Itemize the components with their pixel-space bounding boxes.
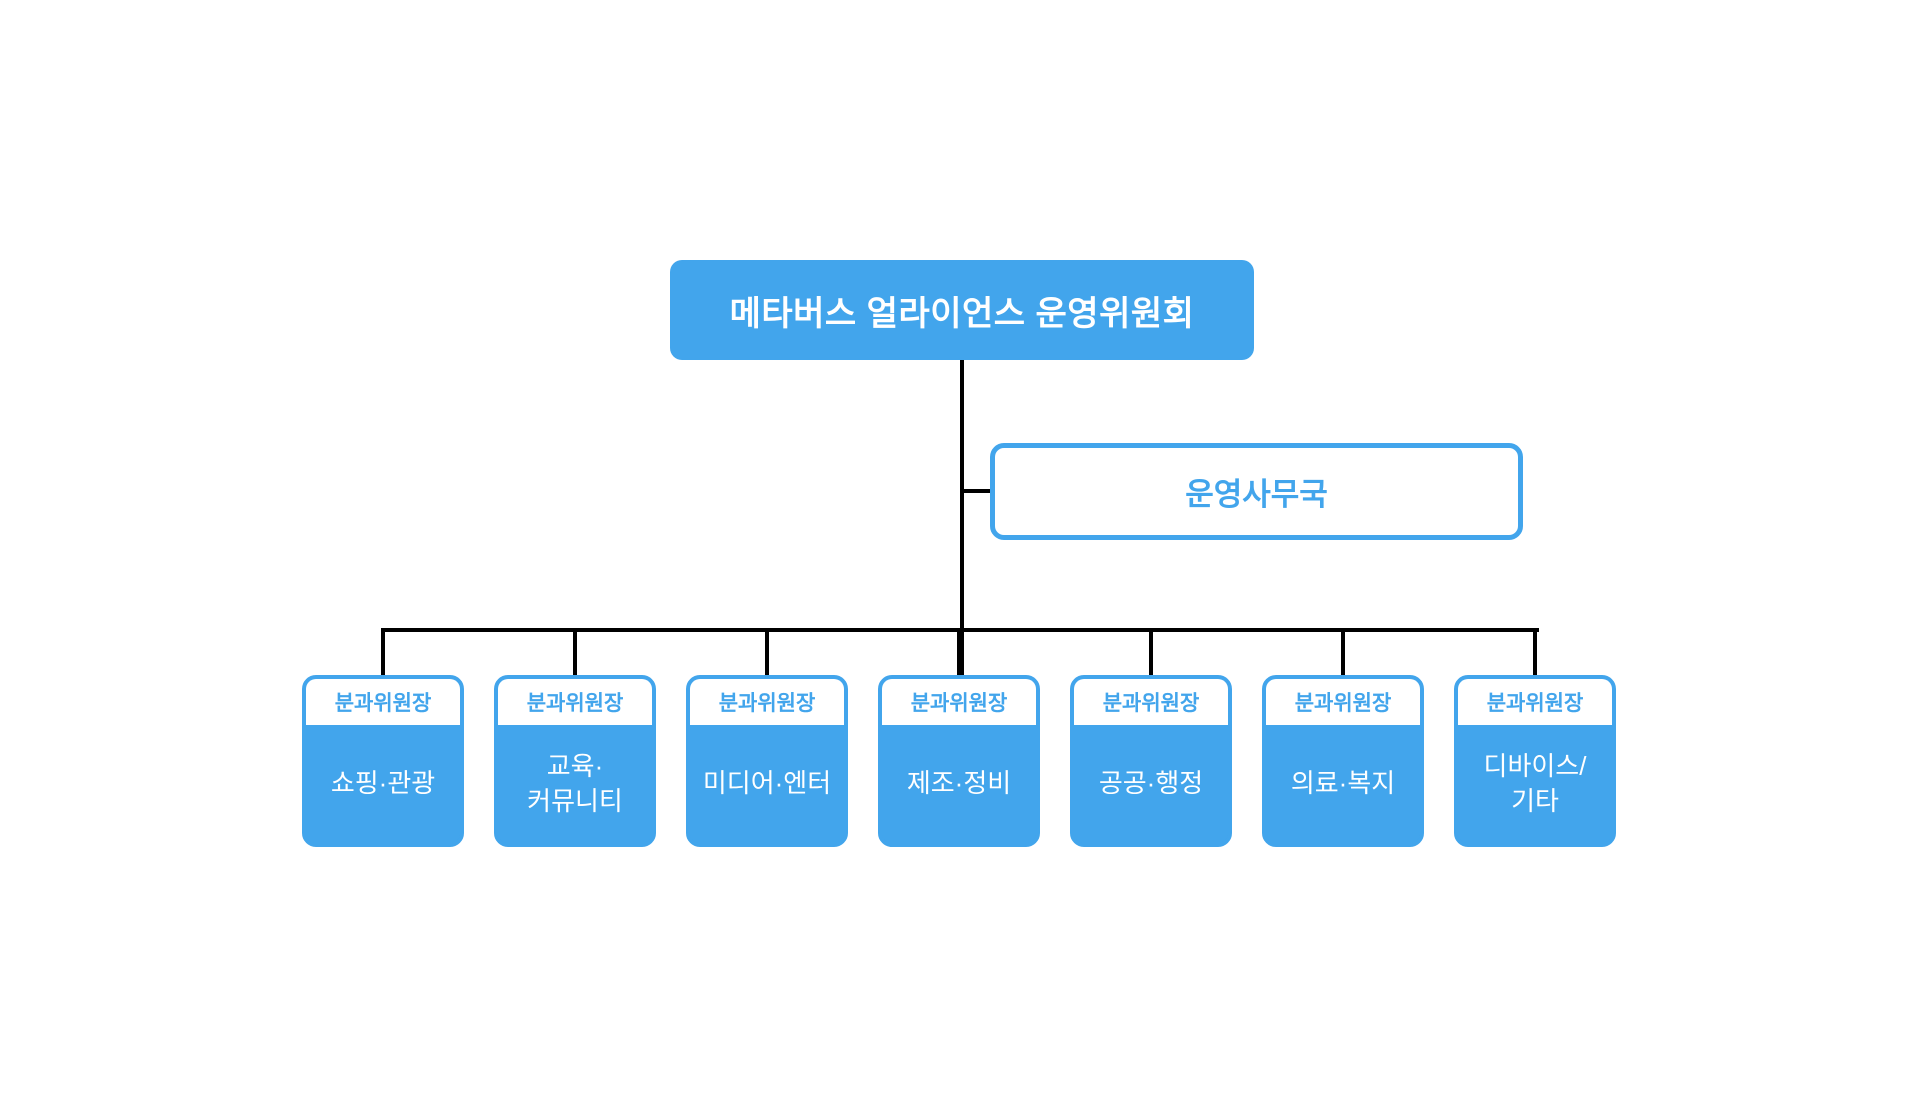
- office-node-operations-office: 운영사무국: [990, 443, 1523, 540]
- connector-office-branch: [964, 489, 992, 493]
- committee-name-label: 제조·정비: [906, 768, 1012, 799]
- committee-name-label: 디바이스/ 기타: [1483, 750, 1587, 816]
- committee-header: 분과위원장: [882, 679, 1036, 725]
- committee-body: 교육· 커뮤니티: [498, 725, 652, 843]
- committee-header-label: 분과위원장: [718, 692, 816, 715]
- connector-drop-7: [1533, 628, 1537, 675]
- committee-node-manufacturing-maintenance: 분과위원장 제조·정비: [878, 675, 1040, 847]
- committee-header-label: 분과위원장: [1294, 692, 1392, 715]
- connector-drop-5: [1149, 628, 1153, 675]
- connector-drop-3: [765, 628, 769, 675]
- committee-header: 분과위원장: [1266, 679, 1420, 725]
- connector-root-vertical: [960, 360, 964, 675]
- committee-header: 분과위원장: [690, 679, 844, 725]
- root-node-steering-committee: 메타버스 얼라이언스 운영위원회: [670, 260, 1254, 360]
- committee-header-label: 분과위원장: [1102, 692, 1200, 715]
- root-node-label: 메타버스 얼라이언스 운영위원회: [729, 294, 1195, 333]
- connector-drop-1: [381, 628, 385, 675]
- committee-header-label: 분과위원장: [910, 692, 1008, 715]
- committee-header: 분과위원장: [306, 679, 460, 725]
- committee-body: 디바이스/ 기타: [1458, 725, 1612, 843]
- connector-drop-2: [573, 628, 577, 675]
- connector-drop-6: [1341, 628, 1345, 675]
- committee-name-label: 의료·복지: [1290, 768, 1396, 799]
- committee-row: 분과위원장 쇼핑·관광 분과위원장 교육· 커뮤니티 분과위원장 미디어·엔터: [302, 675, 1616, 847]
- committee-node-education-community: 분과위원장 교육· 커뮤니티: [494, 675, 656, 847]
- committee-name-label: 공공·행정: [1098, 768, 1204, 799]
- committee-header: 분과위원장: [498, 679, 652, 725]
- committee-header: 분과위원장: [1458, 679, 1612, 725]
- committee-name-label: 미디어·엔터: [702, 768, 832, 799]
- committee-node-medical-welfare: 분과위원장 의료·복지: [1262, 675, 1424, 847]
- committee-header-label: 분과위원장: [1486, 692, 1584, 715]
- office-node-label: 운영사무국: [1185, 477, 1328, 512]
- committee-node-device-other: 분과위원장 디바이스/ 기타: [1454, 675, 1616, 847]
- committee-header-label: 분과위원장: [334, 692, 432, 715]
- committee-header: 분과위원장: [1074, 679, 1228, 725]
- committee-body: 공공·행정: [1074, 725, 1228, 843]
- committee-node-shopping-tourism: 분과위원장 쇼핑·관광: [302, 675, 464, 847]
- committee-header-label: 분과위원장: [526, 692, 624, 715]
- committee-node-media-entertainment: 분과위원장 미디어·엔터: [686, 675, 848, 847]
- committee-body: 쇼핑·관광: [306, 725, 460, 843]
- committee-body: 미디어·엔터: [690, 725, 844, 843]
- committee-body: 제조·정비: [882, 725, 1036, 843]
- committee-node-public-administration: 분과위원장 공공·행정: [1070, 675, 1232, 847]
- connector-drop-4: [957, 628, 961, 675]
- committee-name-label: 교육· 커뮤니티: [527, 750, 623, 816]
- committee-name-label: 쇼핑·관광: [330, 768, 436, 799]
- committee-body: 의료·복지: [1266, 725, 1420, 843]
